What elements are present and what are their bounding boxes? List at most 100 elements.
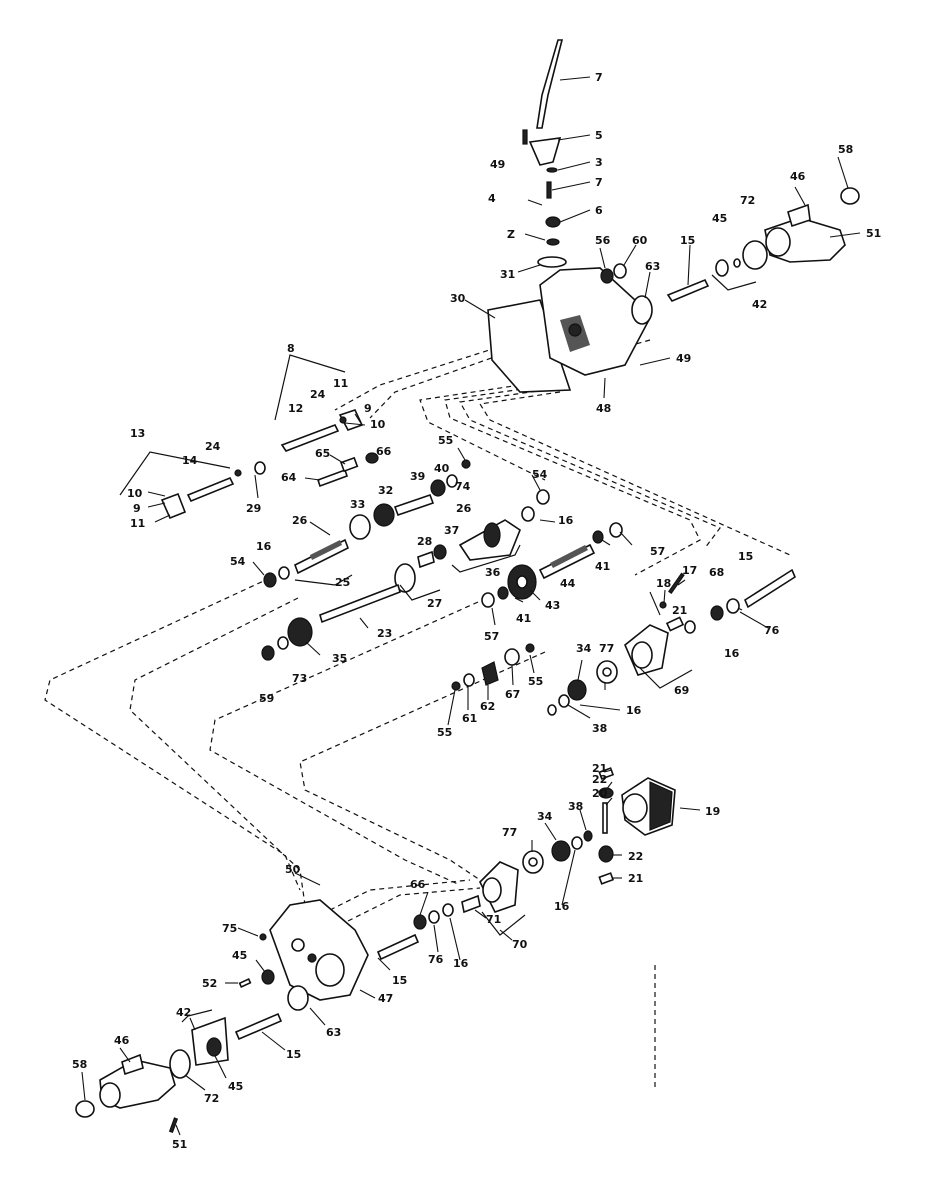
washer-74	[446, 474, 458, 488]
bolt-52	[238, 978, 252, 988]
callout-c21a: 21	[672, 604, 687, 617]
callout-c63b: 63	[326, 1026, 341, 1039]
axle-nut-58b	[75, 1100, 95, 1118]
callout-c36: 36	[485, 566, 501, 579]
bearing-66b	[413, 914, 427, 930]
callout-c54b: 54	[230, 555, 246, 568]
callout-c63a: 63	[645, 260, 660, 273]
bevel-gear-34b	[551, 840, 571, 862]
bearing-60	[613, 263, 627, 279]
callout-c26b: 26	[456, 502, 472, 515]
callout-c45b: 45	[232, 949, 247, 962]
callout-c64: 64	[281, 471, 297, 484]
callout-c9a: 9	[364, 402, 372, 415]
washer-16f	[442, 903, 454, 917]
callout-c65: 65	[315, 447, 330, 460]
washer-76b	[428, 910, 440, 924]
callout-c35: 35	[332, 652, 347, 665]
washer-61	[463, 673, 475, 687]
callout-c10b: 10	[127, 487, 143, 500]
lever-bolt	[522, 129, 528, 145]
callout-c70: 70	[512, 938, 528, 951]
callout-c45a: 45	[712, 212, 727, 225]
axle-shaft-15b	[743, 568, 797, 609]
spacer-37	[433, 544, 447, 560]
callout-c73: 73	[292, 672, 307, 685]
callout-c55c: 55	[437, 726, 452, 739]
callout-c47: 47	[378, 992, 393, 1005]
bearing-59	[261, 645, 275, 661]
callout-c55a: 55	[438, 434, 453, 447]
callout-c28: 28	[417, 535, 432, 548]
callout-c52: 52	[202, 977, 217, 990]
callout-c7a: 7	[595, 71, 603, 84]
washer-38b	[583, 830, 593, 842]
bolt-17	[668, 572, 685, 594]
callout-c26a: 26	[292, 514, 308, 527]
callout-c62: 62	[480, 700, 495, 713]
callout-c18: 18	[656, 577, 671, 590]
callout-c58b: 58	[72, 1058, 87, 1071]
shift-fork-lower	[160, 492, 187, 520]
callout-c16e: 16	[554, 900, 570, 913]
gear-32	[373, 503, 395, 527]
pin-21c	[598, 872, 615, 885]
ring-72b	[169, 1049, 191, 1079]
lever-washer	[546, 167, 558, 173]
callout-c75: 75	[222, 922, 237, 935]
lever-clip	[546, 238, 560, 246]
washer-76a	[726, 598, 740, 614]
bearing-68a	[710, 605, 724, 621]
bearing-57b	[481, 592, 495, 608]
lever-pin	[546, 181, 552, 199]
axle-nut-58	[840, 187, 860, 205]
callout-c32: 32	[378, 484, 393, 497]
callout-c9b: 9	[133, 502, 141, 515]
bearing-57a	[609, 522, 623, 538]
assembly-guide-lines	[44, 299, 791, 1090]
callout-c49b: 49	[676, 352, 691, 365]
lever-boot	[528, 137, 562, 166]
bearing-41a	[592, 530, 604, 544]
callout-c49a: 49	[490, 158, 505, 171]
callout-c45c: 45	[228, 1080, 243, 1093]
bearing-54b	[263, 572, 277, 588]
callout-c40: 40	[434, 462, 450, 475]
lower-case-half	[238, 899, 369, 1011]
callout-c21b: 21	[592, 762, 607, 775]
upper-right-axle	[666, 187, 860, 302]
callout-c24a: 24	[310, 388, 326, 401]
sleeve-71	[461, 894, 481, 914]
callout-c5: 5	[595, 129, 603, 142]
callout-c23: 23	[377, 627, 392, 640]
callout-c42b: 42	[176, 1006, 191, 1019]
callout-c31: 31	[500, 268, 515, 281]
callout-c27: 27	[427, 597, 442, 610]
lever-seal-ring	[537, 256, 567, 268]
callout-c57a: 57	[650, 545, 665, 558]
bearing-45b	[261, 969, 275, 985]
callout-c60: 60	[632, 234, 648, 247]
axle-ring-72	[742, 240, 768, 270]
callout-c34b: 34	[537, 810, 553, 823]
callout-c71: 71	[486, 913, 501, 926]
cross-pin-20	[602, 802, 608, 834]
callout-c55b: 55	[528, 675, 543, 688]
case-seal	[631, 295, 653, 325]
input-shaft-23	[319, 583, 401, 624]
gear-40	[430, 479, 446, 497]
callout-c15b: 15	[738, 550, 753, 563]
callout-c7b: 7	[595, 176, 603, 189]
worm-62	[481, 661, 499, 686]
callout-c59: 59	[259, 692, 274, 705]
callout-c77a: 77	[599, 642, 614, 655]
lower-left-axle	[75, 1012, 283, 1134]
gear-33	[349, 514, 371, 540]
callout-c68a: 68	[709, 566, 724, 579]
callout-c16b: 16	[256, 540, 272, 553]
bearing-55b	[525, 643, 535, 653]
nut-18	[659, 601, 667, 609]
callout-c54a: 54	[532, 468, 548, 481]
callout-c25: 25	[335, 576, 350, 589]
bolt-51b	[168, 1117, 179, 1134]
